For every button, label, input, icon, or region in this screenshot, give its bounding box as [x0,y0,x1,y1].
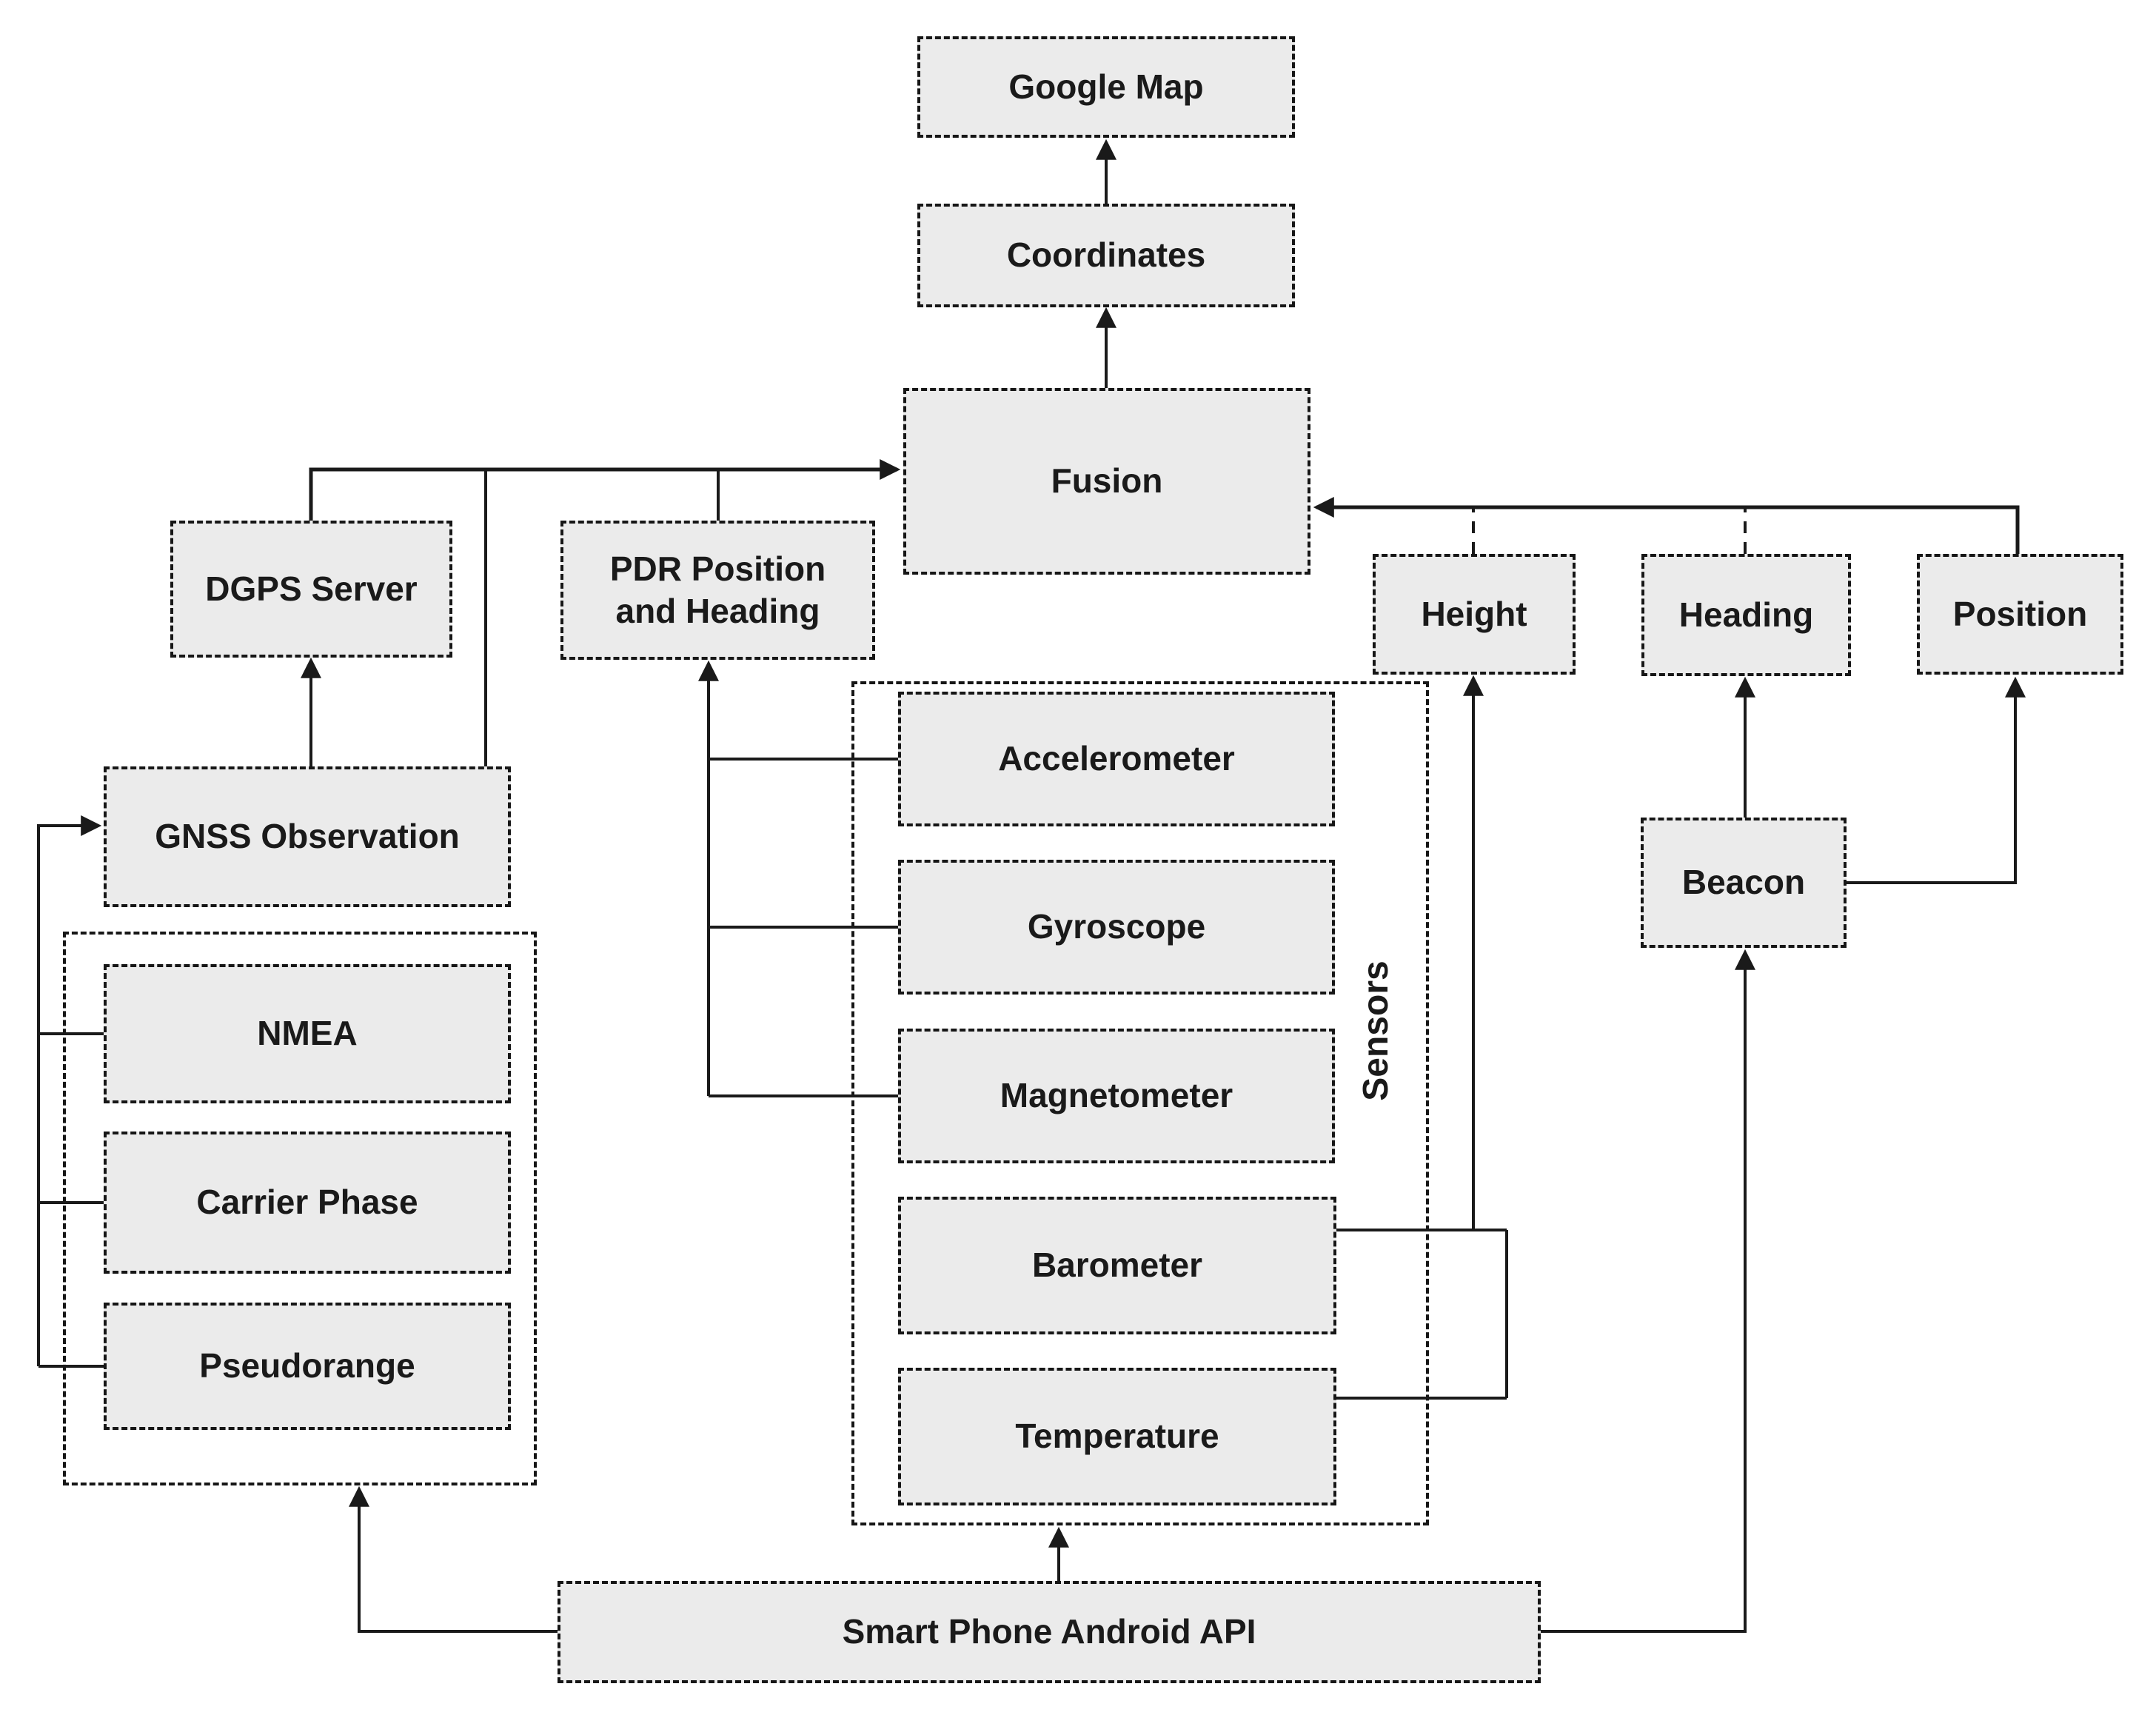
edge-left-bus-to-fusion [309,459,901,521]
node-gnss-observation: GNSS Observation [104,766,511,907]
node-beacon-label: Beacon [1681,863,1806,902]
node-beacon: Beacon [1641,818,1847,948]
node-temperature: Temperature [898,1368,1336,1505]
edge-api-to-beacon [1540,949,1755,1633]
node-magnetometer: Magnetometer [898,1029,1335,1163]
node-dgps-server: DGPS Server [170,521,452,658]
sensors-group-box [851,681,1429,1525]
node-height: Height [1373,554,1576,675]
node-heading: Heading [1641,554,1851,676]
node-magnetometer-label: Magnetometer [1000,1076,1233,1115]
gnss-data-group-box [63,932,537,1485]
node-height-label: Height [1421,594,1527,633]
node-pseudorange: Pseudorange [104,1303,511,1430]
node-accelerometer: Accelerometer [898,692,1335,826]
node-gnss-label: GNSS Observation [155,817,460,856]
node-position: Position [1917,554,2123,675]
node-smartphone-android-api: Smart Phone Android API [558,1581,1541,1683]
edge-api-to-gnss-data-group [349,1485,558,1633]
node-dgps-server-label: DGPS Server [205,569,418,608]
node-nmea-label: NMEA [257,1014,358,1053]
node-gyroscope-label: Gyroscope [1027,907,1206,946]
node-barometer: Barometer [898,1197,1336,1334]
node-heading-label: Heading [1678,595,1814,634]
node-position-label: Position [1952,594,2088,633]
node-pdr-label: PDR Position and Heading [609,549,826,631]
node-barometer-label: Barometer [1031,1246,1203,1285]
node-carrier-phase: Carrier Phase [104,1132,511,1274]
node-fusion: Fusion [903,388,1310,575]
edge-beacon-to-position [1846,676,2026,884]
node-pdr-position-heading: PDR Position and Heading [560,521,875,660]
node-fusion-label: Fusion [1051,461,1163,501]
node-gyroscope: Gyroscope [898,860,1335,995]
node-pseudorange-label: Pseudorange [199,1346,415,1386]
node-accelerometer-label: Accelerometer [998,739,1235,778]
node-coordinates: Coordinates [917,204,1295,307]
sensors-group-label-text: Sensors [1356,960,1396,1101]
node-google-map-label: Google Map [1008,67,1204,106]
node-api-label: Smart Phone Android API [842,1612,1256,1651]
node-temperature-label: Temperature [1015,1417,1219,1456]
node-google-map: Google Map [917,36,1295,138]
sensors-group-label: Sensors [1353,920,1398,1142]
edge-observables-to-gnss [37,815,102,1366]
node-coordinates-label: Coordinates [1006,235,1206,275]
node-carrier-phase-label: Carrier Phase [196,1183,418,1222]
node-nmea: NMEA [104,964,511,1103]
edge-right-bus-to-fusion [1313,497,2020,554]
